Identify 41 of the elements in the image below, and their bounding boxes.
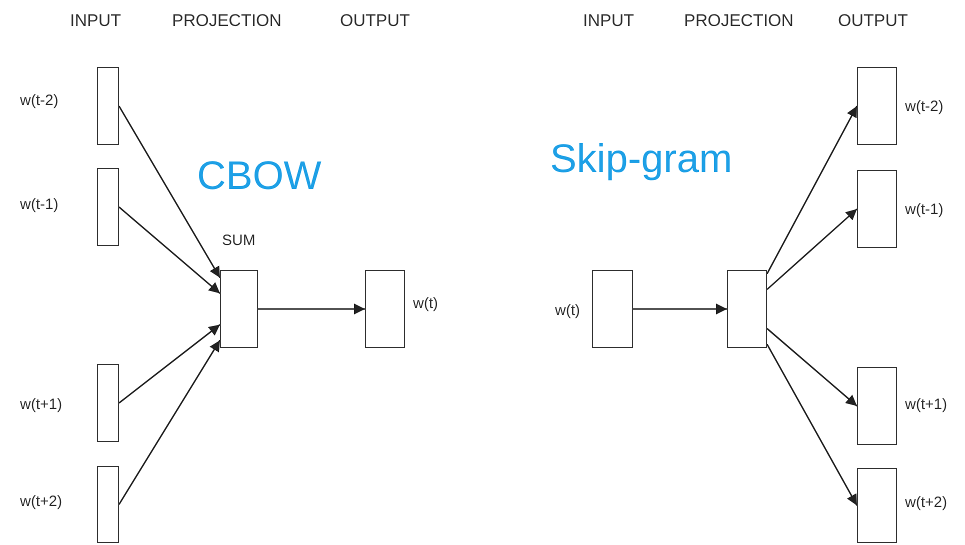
vector-box	[97, 67, 119, 145]
arrow	[118, 340, 221, 505]
vector-box	[97, 364, 119, 442]
arrow	[118, 206, 220, 294]
column-heading: INPUT	[583, 12, 634, 30]
arrow	[766, 208, 858, 290]
vector-box	[857, 170, 897, 248]
column-heading: PROJECTION	[172, 12, 282, 30]
word-label: w(t)	[413, 295, 438, 313]
arrow	[633, 304, 727, 314]
arrow	[118, 324, 220, 404]
word-label: w(t+1)	[905, 396, 948, 414]
column-heading: OUTPUT	[838, 12, 908, 30]
vector-box	[857, 67, 897, 145]
word-label: w(t-1)	[905, 201, 944, 219]
vector-box	[220, 270, 258, 348]
vector-box	[592, 270, 633, 348]
word-label: w(t+2)	[905, 494, 948, 512]
word-label: w(t+1)	[20, 396, 62, 414]
arrow	[766, 344, 858, 506]
column-heading: INPUT	[70, 12, 121, 30]
vector-box	[857, 468, 897, 543]
word-label: w(t-1)	[20, 196, 58, 214]
column-heading: PROJECTION	[684, 12, 794, 30]
column-heading: OUTPUT	[340, 12, 410, 30]
vector-box	[97, 168, 119, 246]
vector-box	[97, 466, 119, 543]
word-label: w(t-2)	[20, 92, 58, 110]
arrow	[118, 106, 221, 278]
model-title: CBOW	[197, 153, 322, 199]
arrow	[766, 328, 858, 407]
word-label: w(t-2)	[905, 98, 944, 116]
model-title: Skip-gram	[550, 136, 732, 182]
word-label: w(t)	[555, 302, 580, 320]
vector-box	[365, 270, 405, 348]
arrow	[258, 304, 365, 314]
word-label: SUM	[222, 232, 256, 250]
vector-box	[727, 270, 767, 348]
vector-box	[857, 367, 897, 445]
word-label: w(t+2)	[20, 493, 62, 511]
arrow	[766, 106, 858, 274]
